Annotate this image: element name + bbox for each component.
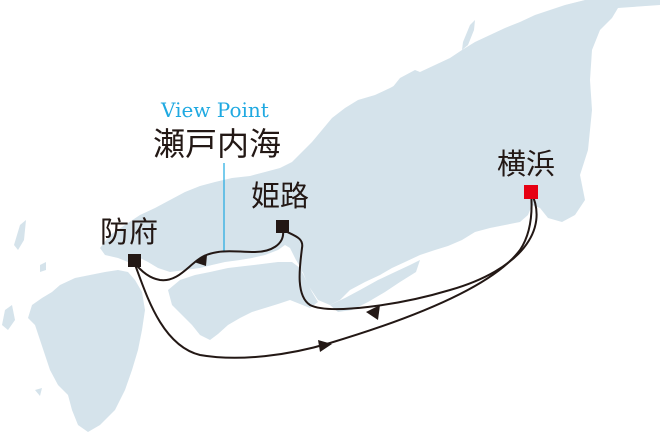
- port-label-yokohama: 横浜: [497, 147, 556, 181]
- arrow-icon: [366, 305, 380, 320]
- small-island-2: [35, 388, 42, 396]
- port-marker-himeji[interactable]: [276, 220, 289, 233]
- sado-island: [462, 20, 475, 50]
- kyushu: [28, 270, 145, 432]
- port-marker-hofu[interactable]: [128, 254, 141, 267]
- kii-peninsula: [330, 260, 420, 312]
- goto-islands: [2, 305, 15, 330]
- cruise-routes: [133, 191, 538, 359]
- shikoku: [168, 262, 318, 340]
- noto-peninsula: [392, 70, 420, 108]
- viewpoint-label: View Point: [161, 98, 269, 122]
- route-hofu-yokohama: [133, 191, 533, 359]
- small-island-1: [40, 262, 46, 272]
- port-marker-yokohama[interactable]: [524, 185, 538, 199]
- arrow-icon: [194, 255, 207, 266]
- viewpoint-name: 瀬戸内海: [153, 125, 282, 163]
- route-himeji-hofu: [133, 229, 285, 282]
- tsushima-island: [14, 220, 26, 250]
- route-arrows: [194, 255, 380, 352]
- port-label-himeji: 姫路: [251, 179, 310, 213]
- land-masses: [2, 0, 660, 432]
- port-label-hofu: 防府: [100, 215, 159, 249]
- arrow-icon: [318, 340, 332, 352]
- honshu: [100, 0, 660, 305]
